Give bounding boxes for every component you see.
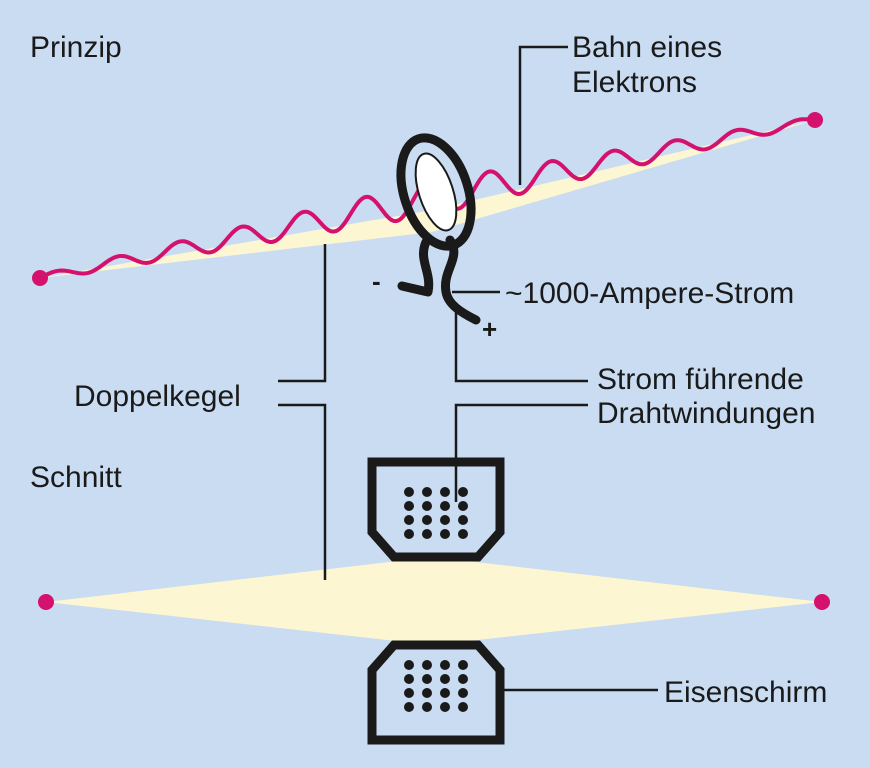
electron-source-point (32, 270, 48, 286)
winding-dot (440, 501, 450, 511)
winding-dot (440, 688, 450, 698)
winding-dot (404, 529, 414, 539)
leader-doppelkegel-bottom (278, 403, 327, 580)
electron-focus-point (807, 112, 823, 128)
winding-dot (404, 702, 414, 712)
wire-windings-bottom (404, 660, 468, 712)
section-title-schnitt: Schnitt (30, 461, 122, 494)
leader-doppelkegel-top (278, 244, 327, 383)
winding-dot (404, 487, 414, 497)
winding-dot (422, 660, 432, 670)
winding-dot (458, 529, 468, 539)
winding-dot (422, 501, 432, 511)
leader-strom-coil (454, 310, 588, 383)
winding-dot (404, 515, 414, 525)
label-drahtwindungen: Drahtwindungen (597, 397, 815, 430)
winding-dot (404, 688, 414, 698)
winding-dot (458, 688, 468, 698)
label-strom-fuehrende: Strom führende (597, 363, 804, 396)
section-focus-point (814, 594, 830, 610)
current-loop-coil (396, 133, 481, 325)
label-bahn-line1: Bahn eines (572, 31, 722, 64)
leader-drahtwindungen (454, 403, 588, 502)
double-cone-section (46, 557, 822, 645)
winding-dot (440, 515, 450, 525)
winding-dot (422, 529, 432, 539)
winding-dot (422, 688, 432, 698)
minus-terminal-label: - (372, 266, 381, 296)
winding-dot (440, 674, 450, 684)
winding-dot (440, 660, 450, 670)
label-ampere-strom: ~1000-Ampere-Strom (505, 277, 794, 310)
winding-dot (440, 529, 450, 539)
winding-dot (458, 674, 468, 684)
section-title-prinzip: Prinzip (30, 31, 122, 64)
iron-shield-top (367, 457, 505, 562)
winding-dot (422, 702, 432, 712)
winding-dot (458, 515, 468, 525)
winding-dot (404, 660, 414, 670)
leader-lines (278, 45, 658, 692)
winding-dot (458, 660, 468, 670)
wire-windings-top (404, 487, 468, 539)
label-doppelkegel: Doppelkegel (74, 380, 241, 413)
winding-dot (422, 487, 432, 497)
plus-terminal-label: + (482, 314, 497, 344)
winding-dot (404, 674, 414, 684)
label-eisenschirm: Eisenschirm (664, 676, 827, 709)
label-bahn-line2: Elektrons (572, 66, 697, 99)
winding-dot (422, 515, 432, 525)
winding-dot (422, 674, 432, 684)
winding-dot (404, 501, 414, 511)
winding-dot (440, 702, 450, 712)
iron-shield-bottom (367, 640, 505, 745)
winding-dot (458, 501, 468, 511)
winding-dot (458, 487, 468, 497)
leader-bahn (518, 45, 568, 185)
section-source-point (38, 594, 54, 610)
winding-dot (458, 702, 468, 712)
winding-dot (440, 487, 450, 497)
